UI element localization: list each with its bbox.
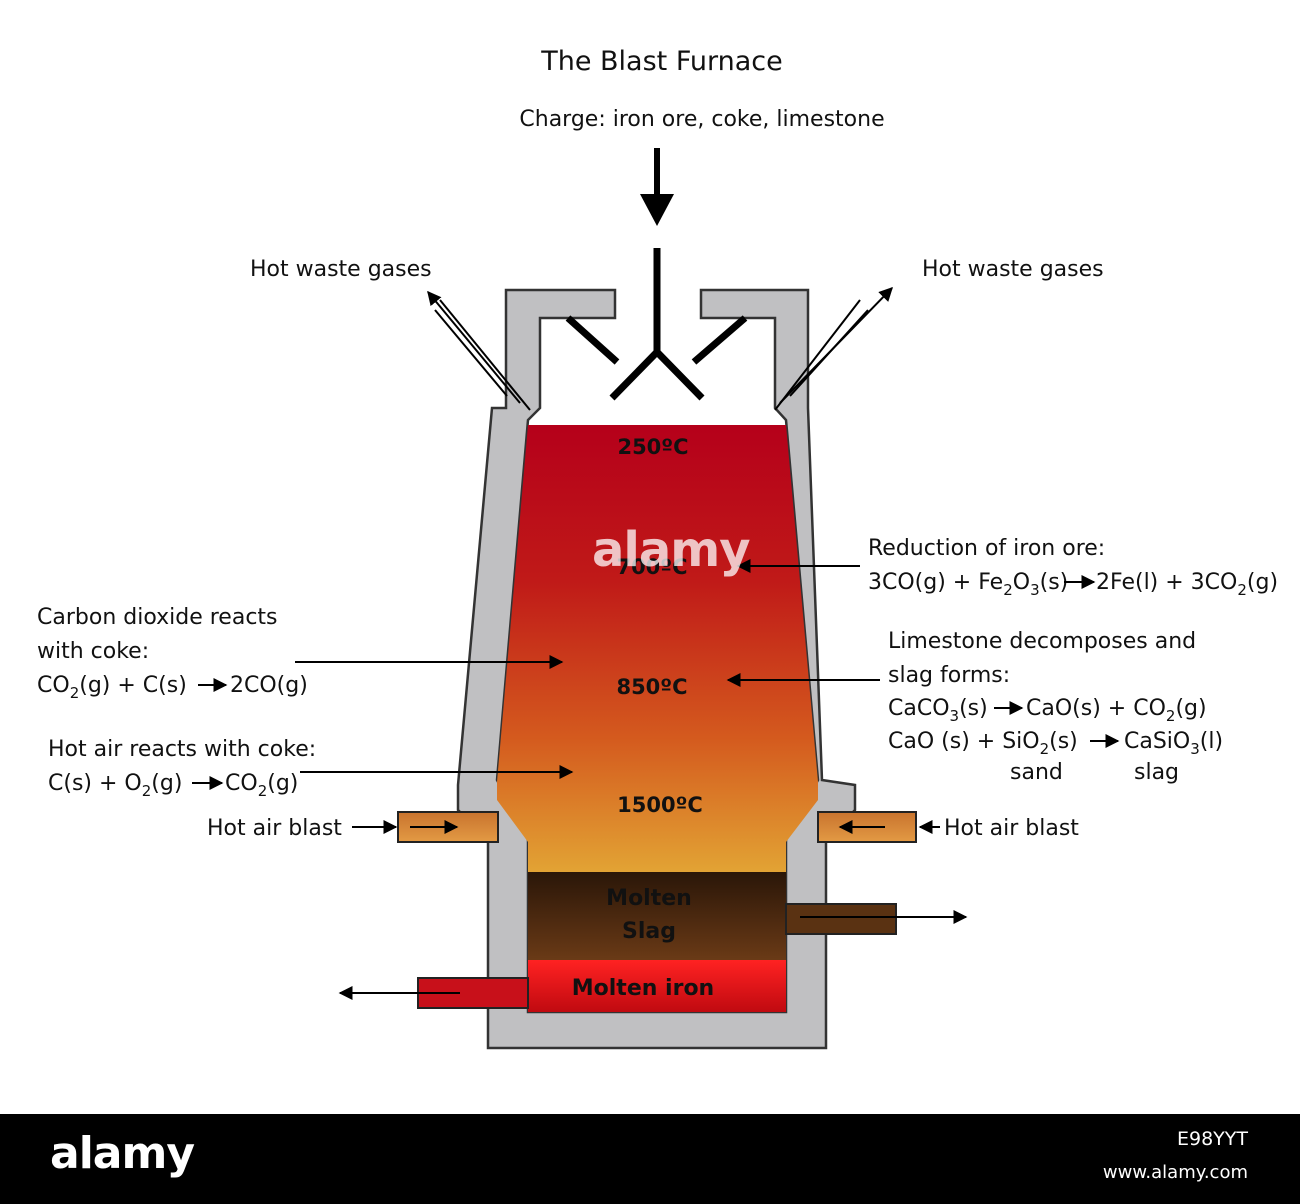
hot-air-right-label: Hot air blast — [944, 816, 1079, 841]
molten-slag-label-2: Slag — [622, 919, 676, 944]
hot-air-reacts-line1: Hot air reacts with coke: — [48, 737, 316, 762]
slag-label: slag — [1134, 760, 1179, 785]
molten-iron-layer — [528, 960, 786, 1012]
limestone-equation-2-product: CaSiO3(l) — [1124, 729, 1223, 758]
co2-reacts-line1: Carbon dioxide reacts — [37, 605, 278, 630]
molten-slag-label-1: Molten — [606, 886, 692, 911]
waste-gas-duct-left — [427, 290, 531, 411]
watermark: alamy — [592, 522, 751, 578]
slag-tap-pipe — [785, 903, 897, 935]
charge-arrow — [640, 148, 674, 226]
waste-gas-duct-right — [774, 286, 893, 411]
limestone-line2: slag forms: — [888, 663, 1010, 688]
footer-bar: alamy E98YYT www.alamy.com — [0, 1114, 1300, 1204]
footer-image-id: E98YYT — [1177, 1128, 1248, 1150]
limestone-equation-2: CaO (s) + SiO2(s) — [888, 729, 1078, 758]
temp-700: 700ºC — [616, 555, 687, 579]
furnace-wall — [456, 288, 857, 1050]
limestone-equation-1-product: CaO(s) + CO2(g) — [1026, 696, 1207, 725]
waste-gases-right-label: Hot waste gases — [922, 257, 1104, 282]
co2-eq-product: 2CO(g) — [230, 673, 308, 698]
sand-label: sand — [1010, 760, 1063, 785]
temp-250: 250ºC — [617, 435, 688, 459]
temp-1500: 1500ºC — [617, 793, 703, 817]
molten-slag-layer — [528, 872, 786, 960]
reduction-equation: 3CO(g) + Fe2O3(s) — [868, 570, 1068, 599]
molten-iron-label: Molten iron — [572, 976, 714, 1001]
co2-reacts-equation: CO2(g) + C(s) — [37, 673, 187, 702]
iron-tap-pipe — [417, 977, 529, 1009]
footer-logo: alamy — [50, 1128, 195, 1179]
hot-air-left-label: Hot air blast — [207, 816, 342, 841]
hot-air-reacts-equation: C(s) + O2(g) — [48, 771, 182, 800]
waste-gases-left-label: Hot waste gases — [250, 257, 432, 282]
charge-label: Charge: iron ore, coke, limestone — [519, 107, 884, 132]
charge-distributor — [565, 248, 748, 401]
temp-850: 850ºC — [616, 675, 687, 699]
reduction-eq-product: 2Fe(l) + 3CO2(g) — [1096, 570, 1278, 599]
limestone-equation-1: CaCO3(s) — [888, 696, 988, 725]
reduction-line1: Reduction of iron ore: — [868, 536, 1105, 561]
furnace-hot-zone — [497, 425, 818, 872]
limestone-line1: Limestone decomposes and — [888, 629, 1196, 654]
air-eq-product: CO2(g) — [225, 771, 298, 800]
diagram-title: The Blast Furnace — [540, 46, 783, 77]
blast-furnace-diagram: The Blast Furnace Charge: iron ore, coke… — [37, 46, 1278, 1050]
footer-url: www.alamy.com — [1102, 1162, 1248, 1183]
co2-reacts-line2: with coke: — [37, 639, 149, 664]
